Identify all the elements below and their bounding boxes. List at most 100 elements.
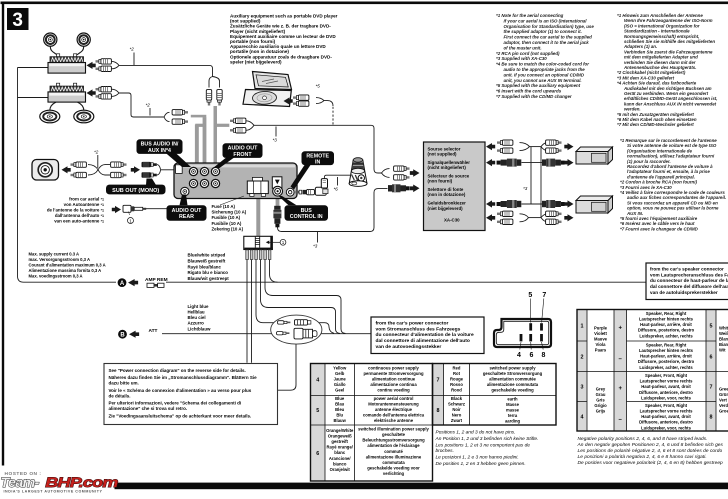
svg-text:REAR: REAR	[179, 214, 194, 220]
svg-text:5: 5	[710, 324, 713, 330]
svg-text:Violett: Violett	[594, 331, 607, 336]
svg-text:*4 Be sure to match the color: *4 Be sure to match the color-coded cord…	[496, 62, 589, 67]
svg-text:CONTROL IN: CONTROL IN	[290, 214, 323, 220]
svg-text:from the car's speaker connect: from the car's speaker connector	[650, 266, 724, 271]
svg-text:speler (niet bijgeleverd): speler (niet bijgeleverd)	[230, 59, 282, 64]
svg-text:max. Versorgungsstroom 0,3 A: max. Versorgungsstroom 0,3 A	[29, 257, 91, 262]
svg-text:7: 7	[542, 292, 546, 299]
svg-text:alimentation commutée: alimentation commutée	[489, 377, 536, 382]
svg-text:IN: IN	[315, 160, 320, 166]
svg-text:Blue/white striped: Blue/white striped	[188, 253, 226, 258]
svg-text:terra: terra	[508, 413, 518, 418]
svg-text:geschakelde voeding voor: geschakelde voeding voor	[367, 466, 420, 471]
svg-text:*5: *5	[316, 84, 321, 89]
svg-text:Lautsprecher vorne rechts: Lautsprecher vorne rechts	[640, 379, 693, 384]
svg-text:(not supplied): (not supplied)	[428, 151, 458, 156]
svg-text:Speaker, Rear, Right: Speaker, Rear, Right	[646, 311, 687, 316]
svg-text:alimentazione continua: alimentazione continua	[370, 382, 417, 387]
svg-text:geschakelde voeding: geschakelde voeding	[491, 388, 534, 393]
svg-text:verlichting: verlichting	[383, 471, 405, 476]
svg-text:van de autoluidsprekerstekker: van de autoluidsprekerstekker	[650, 290, 718, 295]
svg-text:dazu bitte um.: dazu bitte um.	[109, 381, 139, 386]
svg-text:FRONT: FRONT	[233, 152, 252, 158]
svg-text:Organisation for Standardisati: Organisation for Standardisation) type, …	[504, 24, 595, 29]
svg-text:BUS AUDIO IN/: BUS AUDIO IN/	[141, 142, 179, 148]
svg-text:INDIA'S LARGEST AUTOMOTIVE COM: INDIA'S LARGEST AUTOMOTIVE COMMUNITY	[4, 489, 103, 493]
svg-text:unit, you cannot use AUX IN te: unit, you cannot use AUX IN terminal.	[504, 78, 582, 83]
svg-text:Mauve: Mauve	[594, 337, 608, 342]
svg-text:Blauw: Blauw	[334, 418, 347, 423]
svg-text:commuté: commuté	[384, 449, 403, 454]
svg-text:alimentation de l'éclairage: alimentation de l'éclairage	[367, 443, 420, 448]
svg-text:Grau: Grau	[596, 392, 606, 397]
svg-text:Fusibile (10 A): Fusibile (10 A)	[212, 221, 242, 226]
svg-text:Blu: Blu	[336, 413, 343, 418]
svg-text:*2: *2	[130, 47, 135, 52]
svg-text:Hellblau: Hellblau	[188, 310, 205, 315]
svg-text:8: 8	[437, 408, 440, 414]
svg-text:dall'antenna dell'auto *1: dall'antenna dell'auto *1	[55, 213, 104, 218]
svg-text:Zwart: Zwart	[451, 418, 463, 423]
svg-text:REMOTE: REMOTE	[306, 153, 329, 159]
svg-text:Diffusore, anteriore, destro: Diffusore, anteriore, destro	[639, 420, 693, 425]
svg-text:Gelb: Gelb	[335, 371, 345, 376]
svg-text:earth: earth	[507, 396, 518, 401]
svg-text:3: 3	[581, 385, 584, 391]
svg-text:Geel: Geel	[335, 388, 344, 393]
svg-text:audio to the appropriate jacks: audio to the appropriate jacks from the	[504, 67, 586, 72]
svg-text:Luidspreker, voor, rechts: Luidspreker, voor, rechts	[641, 425, 691, 430]
svg-text:Azzurro: Azzurro	[188, 321, 205, 326]
svg-text:B: B	[120, 332, 125, 338]
svg-text:broches.: broches.	[436, 448, 454, 454]
svg-text:Light blue: Light blue	[188, 304, 210, 309]
svg-text:*5 Supplied with the auxiliar: *5 Supplied with the auxiliary equipment	[496, 83, 581, 88]
svg-text:Lichtblauw: Lichtblauw	[188, 326, 212, 331]
svg-text:White: White	[719, 325, 728, 330]
svg-text:Arancione/: Arancione/	[329, 456, 351, 461]
svg-text:De posities voor negatieve pol: De posities voor negatieve polariteit (2…	[578, 460, 724, 466]
svg-text:de l'antenne de la voiture *1: de l'antenne de la voiture *1	[47, 208, 104, 213]
svg-text:Rigato blu e bianco: Rigato blu e bianco	[188, 270, 229, 275]
svg-text:Max. voedingsstroom 0,3 A: Max. voedingsstroom 0,3 A	[29, 273, 83, 278]
svg-text:*6 Insert with the cord upwar: *6 Insert with the cord upwards	[496, 89, 562, 94]
svg-text:An Position 1, 2 und 3 befinde: An Position 1, 2 und 3 befinden sich kei…	[435, 436, 539, 442]
svg-text:Verde: Verde	[719, 403, 728, 408]
svg-text:van een auto-antenne *1: van een auto-antenne *1	[54, 219, 104, 224]
svg-text:Green: Green	[719, 386, 728, 391]
svg-text:7: 7	[710, 385, 713, 391]
svg-text:4: 4	[517, 352, 521, 359]
svg-text:continu voeding: continu voeding	[377, 388, 410, 393]
svg-text:Lautsprecher hinten rechts: Lautsprecher hinten rechts	[639, 348, 694, 353]
svg-text:*3: *3	[273, 138, 278, 143]
svg-text:gestreift: gestreift	[331, 439, 348, 444]
svg-text:Sicherung (10 A): Sicherung (10 A)	[212, 210, 247, 215]
svg-text:See "Power connection diagram": See "Power connection diagram" on the re…	[109, 368, 246, 373]
svg-text:aarding: aarding	[505, 419, 521, 424]
svg-text:De posities 1, 2 en 3 hebben g: De posities 1, 2 en 3 hebben geen pinnen…	[436, 461, 526, 467]
svg-text:6: 6	[710, 355, 713, 361]
svg-text:antenne électrique: antenne électrique	[375, 407, 413, 412]
svg-text:Paars: Paars	[595, 348, 607, 353]
svg-text:(non fourni): (non fourni)	[428, 179, 453, 184]
svg-text:Black: Black	[451, 396, 463, 401]
svg-text:Orange/White: Orange/White	[326, 428, 354, 433]
svg-text:*7 Supplied with the CD/MD ch: *7 Supplied with the CD/MD changer	[496, 94, 572, 99]
svg-text:Lautsprecher vorne rechts: Lautsprecher vorne rechts	[640, 409, 693, 414]
svg-text:A: A	[120, 281, 125, 287]
svg-text:Max. supply current 0.3 A: Max. supply current 0.3 A	[29, 251, 80, 256]
svg-text:Fuse (10 A): Fuse (10 A)	[212, 204, 236, 209]
svg-text:(nicht mitgeliefert): (nicht mitgeliefert)	[428, 165, 467, 170]
svg-text:Diffusore, posteriore, destro: Diffusore, posteriore, destro	[638, 328, 695, 333]
svg-text:Courant d'alimentation maximum: Courant d'alimentation maximum 0,3 A	[29, 262, 106, 267]
svg-text:(non in dotazione): (non in dotazione)	[428, 192, 466, 197]
svg-text:Zie "Voedingsaansluitschema" o: Zie "Voedingsaansluitschema" op de achte…	[109, 413, 252, 418]
svg-text:Nero: Nero	[452, 413, 462, 418]
svg-text:Grijs: Grijs	[596, 409, 606, 414]
svg-text:blanc: blanc	[334, 450, 346, 455]
svg-text:Bianco: Bianco	[719, 342, 728, 347]
svg-text:continuous power supply: continuous power supply	[368, 365, 419, 370]
svg-text:1: 1	[581, 324, 584, 330]
svg-text:Weiß: Weiß	[719, 331, 728, 336]
svg-text:6: 6	[316, 451, 319, 457]
svg-text:Luidspreker, achter, rechts: Luidspreker, achter, rechts	[639, 333, 693, 338]
